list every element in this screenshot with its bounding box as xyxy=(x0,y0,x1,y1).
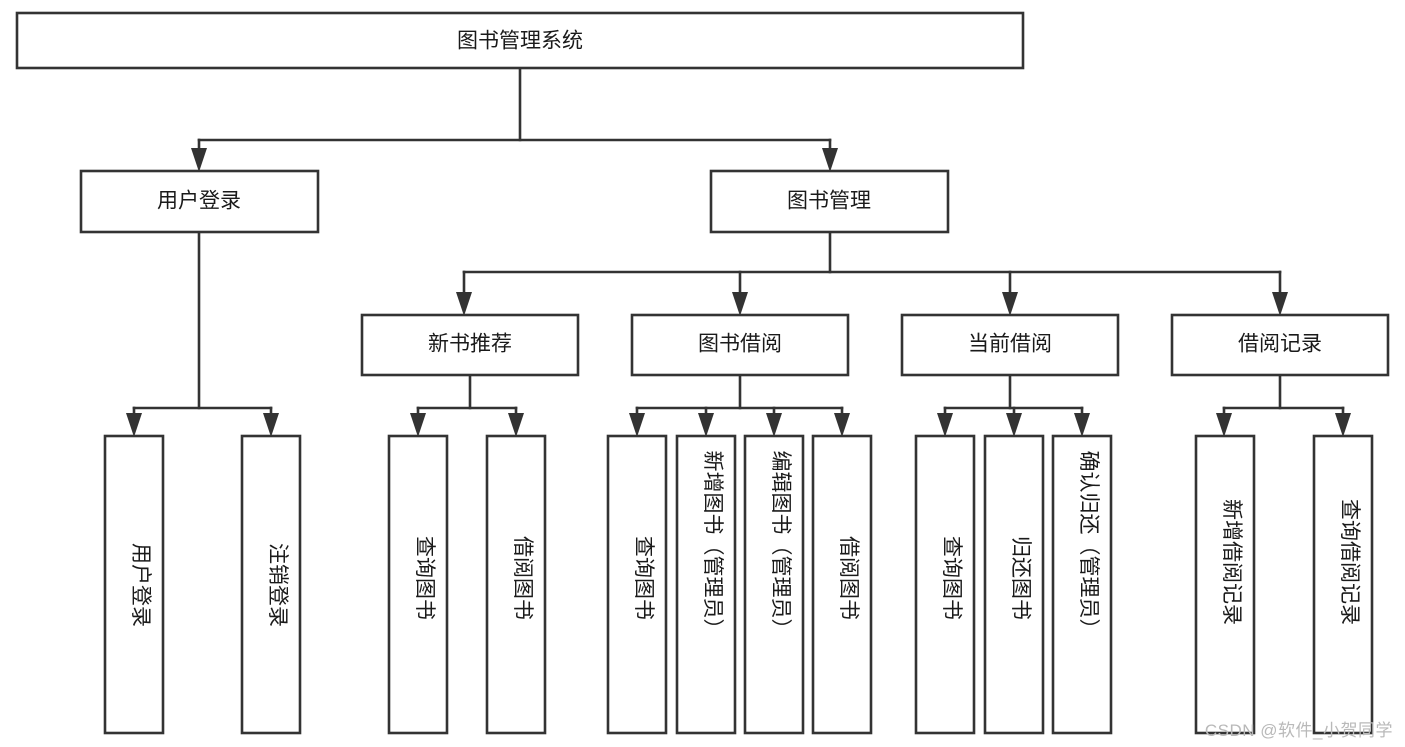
node-root-label: 图书管理系统 xyxy=(457,30,583,53)
arrow-to-leaf-query-book-3 xyxy=(937,413,953,437)
node-leaf-user-login-box[interactable] xyxy=(103,434,165,735)
node-leaf-user-login-label: 用户登录 xyxy=(129,543,152,627)
arrow-to-leaf-add-record xyxy=(1216,413,1232,437)
node-leaf-query-book-3-label: 查询图书 xyxy=(940,536,963,620)
node-new-book-rec-box[interactable] xyxy=(360,313,580,377)
node-leaf-return-book-label: 归还图书 xyxy=(1009,536,1032,620)
node-leaf-user-login[interactable]: 用户登录 xyxy=(103,434,165,735)
node-leaf-confirm-return-label: 确认归还（管理员） xyxy=(1077,451,1100,640)
node-leaf-borrow-book-2[interactable]: 借阅图书 xyxy=(811,434,873,735)
node-leaf-query-book-3-box[interactable] xyxy=(914,434,976,735)
node-book-borrow-box[interactable] xyxy=(630,313,850,377)
node-leaf-add-record-box[interactable] xyxy=(1194,434,1256,735)
arrow-to-leaf-logout-login xyxy=(263,413,279,437)
arrow-to-leaf-query-book-2 xyxy=(629,413,645,437)
node-leaf-logout-login-label: 注销登录 xyxy=(266,543,289,627)
node-leaf-query-record[interactable]: 查询借阅记录 xyxy=(1312,434,1374,735)
node-leaf-logout-login[interactable]: 注销登录 xyxy=(240,434,302,735)
node-leaf-add-record-label: 新增借阅记录 xyxy=(1220,499,1243,625)
arrow-to-leaf-confirm-return xyxy=(1074,413,1090,437)
node-current-borrow[interactable]: 当前借阅 xyxy=(900,313,1120,377)
arrow-to-new-book-rec xyxy=(456,292,472,316)
node-leaf-logout-login-box[interactable] xyxy=(240,434,302,735)
arrow-to-leaf-add-book xyxy=(698,413,714,437)
node-book-borrow-label: 图书借阅 xyxy=(698,333,782,356)
csdn-watermark: CSDN @软件_小贺同学 xyxy=(1204,721,1393,740)
node-book-manage-box[interactable] xyxy=(709,169,950,234)
node-current-borrow-box[interactable] xyxy=(900,313,1120,377)
arrow-to-leaf-user-login xyxy=(126,413,142,437)
node-user-login-label: 用户登录 xyxy=(157,190,241,213)
node-book-manage[interactable]: 图书管理 xyxy=(709,169,950,234)
node-root[interactable]: 图书管理系统 xyxy=(15,11,1025,70)
arrow-to-leaf-borrow-book-1 xyxy=(508,413,524,437)
node-new-book-rec-label: 新书推荐 xyxy=(428,333,512,356)
node-leaf-query-book-3[interactable]: 查询图书 xyxy=(914,434,976,735)
node-book-manage-label: 图书管理 xyxy=(787,190,871,213)
node-leaf-confirm-return-box[interactable] xyxy=(1051,434,1113,735)
node-leaf-add-book[interactable]: 新增图书（管理员） xyxy=(675,434,737,735)
node-leaf-borrow-book-1-box[interactable] xyxy=(485,434,547,735)
arrow-to-book-borrow xyxy=(732,292,748,316)
node-borrow-record-box[interactable] xyxy=(1170,313,1390,377)
node-leaf-query-record-label: 查询借阅记录 xyxy=(1338,499,1361,625)
node-user-login-box[interactable] xyxy=(79,169,320,234)
node-borrow-record[interactable]: 借阅记录 xyxy=(1170,313,1390,377)
node-leaf-edit-book[interactable]: 编辑图书（管理员） xyxy=(743,434,805,735)
node-leaf-add-book-label: 新增图书（管理员） xyxy=(701,451,724,640)
node-leaf-borrow-book-2-box[interactable] xyxy=(811,434,873,735)
node-leaf-borrow-book-1[interactable]: 借阅图书 xyxy=(485,434,547,735)
node-leaf-borrow-book-1-label: 借阅图书 xyxy=(511,536,534,620)
edges-group xyxy=(126,66,1351,437)
node-leaf-query-book-2[interactable]: 查询图书 xyxy=(606,434,668,735)
node-leaf-edit-book-label: 编辑图书（管理员） xyxy=(769,451,792,640)
node-leaf-query-record-box[interactable] xyxy=(1312,434,1374,735)
node-user-login[interactable]: 用户登录 xyxy=(79,169,320,234)
node-book-borrow[interactable]: 图书借阅 xyxy=(630,313,850,377)
node-leaf-query-book-2-box[interactable] xyxy=(606,434,668,735)
node-leaf-edit-book-box[interactable] xyxy=(743,434,805,735)
node-leaf-confirm-return[interactable]: 确认归还（管理员） xyxy=(1051,434,1113,735)
arrow-to-leaf-query-record xyxy=(1335,413,1351,437)
arrow-to-leaf-query-book-1 xyxy=(410,413,426,437)
arrow-to-borrow-record xyxy=(1272,292,1288,316)
node-leaf-return-book-box[interactable] xyxy=(983,434,1045,735)
node-leaf-add-book-box[interactable] xyxy=(675,434,737,735)
node-leaf-query-book-1-label: 查询图书 xyxy=(413,536,436,620)
node-leaf-query-book-1[interactable]: 查询图书 xyxy=(387,434,449,735)
node-leaf-add-record[interactable]: 新增借阅记录 xyxy=(1194,434,1256,735)
node-leaf-borrow-book-2-label: 借阅图书 xyxy=(837,536,860,620)
arrow-to-user-login xyxy=(191,148,207,172)
node-root-box[interactable] xyxy=(15,11,1025,70)
node-leaf-query-book-1-box[interactable] xyxy=(387,434,449,735)
arrow-to-book-manage xyxy=(822,148,838,172)
node-current-borrow-label: 当前借阅 xyxy=(968,333,1052,356)
arrow-to-leaf-return-book xyxy=(1006,413,1022,437)
arrow-to-leaf-borrow-book-2 xyxy=(834,413,850,437)
node-leaf-return-book[interactable]: 归还图书 xyxy=(983,434,1045,735)
node-borrow-record-label: 借阅记录 xyxy=(1238,333,1322,356)
node-leaf-query-book-2-label: 查询图书 xyxy=(632,536,655,620)
node-new-book-rec[interactable]: 新书推荐 xyxy=(360,313,580,377)
arrow-to-current-borrow xyxy=(1002,292,1018,316)
arrow-to-leaf-edit-book xyxy=(766,413,782,437)
